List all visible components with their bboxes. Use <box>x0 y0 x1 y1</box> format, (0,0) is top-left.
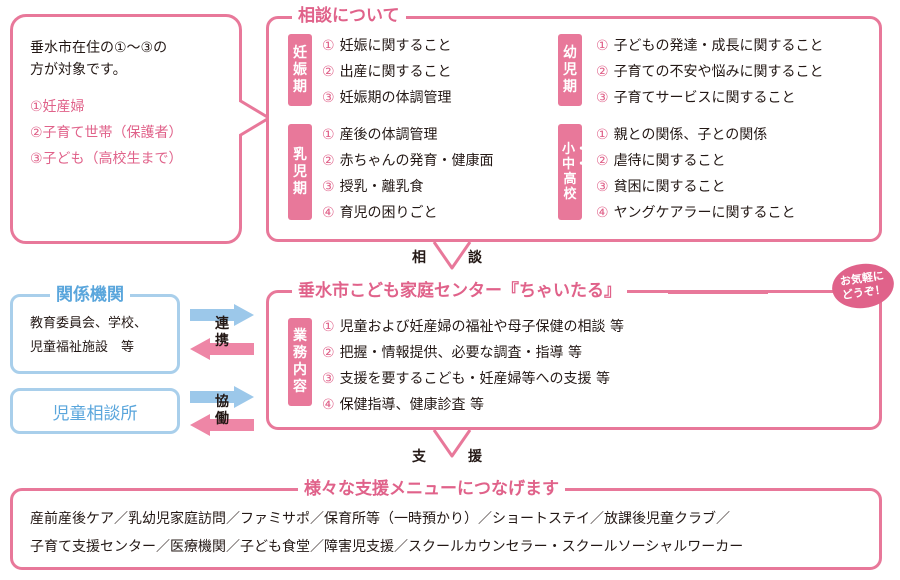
group-tag-toddler: 幼児期 <box>558 34 582 106</box>
arrow-label-kyodo: 協働 <box>215 394 229 427</box>
eligibility-bubble <box>10 14 242 244</box>
center-title-rule <box>668 291 768 294</box>
agencies-line2: 児童福祉施設 等 <box>30 340 135 355</box>
arrow-right-icon <box>190 386 254 408</box>
center-title: 垂水市こども家庭センター『ちゃいたる』 <box>292 280 627 302</box>
agencies-line1: 教育委員会、学校、 <box>30 316 148 331</box>
agencies-title: 関係機関 <box>50 284 130 306</box>
group-tag-school: 小・中・高校 <box>558 124 588 220</box>
flow-label-consult-right: 談 <box>468 250 482 266</box>
flow-down-arrow-support <box>432 429 472 458</box>
eligibility-item: ③子ども（高校生まで） <box>30 151 183 167</box>
support-menu-panel <box>10 488 882 570</box>
flow-label-support-left: 支 <box>412 449 426 465</box>
arrow-left-icon <box>190 338 254 360</box>
child-consultation-center-title: 児童相談所 <box>52 403 138 424</box>
group-tag-infant: 乳児期 <box>288 124 312 220</box>
group-tag-pregnancy: 妊娠期 <box>288 34 312 106</box>
arrow-label-renkei: 連携 <box>215 316 229 349</box>
arrow-right-icon <box>190 304 254 326</box>
support-menu-title: 様々な支援メニューにつなげます <box>298 478 565 500</box>
center-work-tag: 業務内容 <box>288 318 312 406</box>
eligibility-intro-line2: 方が対象です。 <box>30 62 127 78</box>
flow-label-consult-left: 相 <box>412 250 426 266</box>
eligibility-intro-line1: 垂水市在住の①〜③の <box>30 40 168 56</box>
flow-down-arrow-consult <box>432 241 472 270</box>
flow-label-support-right: 援 <box>468 449 482 465</box>
eligibility-item: ①妊産婦 <box>30 99 85 115</box>
eligibility-item: ②子育て世帯（保護者） <box>30 125 183 141</box>
support-menu-line2: 子育て支援センター／医療機関／子ども食堂／障害児支援／スクールカウンセラー・スク… <box>30 539 744 555</box>
consultation-title: 相談について <box>292 5 406 27</box>
support-menu-line1: 産前産後ケア／乳幼児家庭訪問／ファミサポ／保育所等（一時預かり）／ショートステイ… <box>30 511 730 527</box>
child-consultation-center-box: 児童相談所 <box>10 388 180 434</box>
arrow-left-icon <box>190 414 254 436</box>
